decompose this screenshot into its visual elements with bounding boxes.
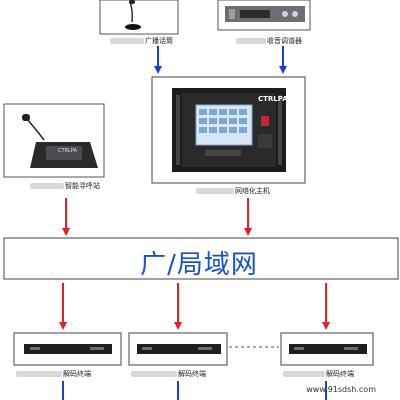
terminal-1-label: 解码终端 [16,369,91,379]
blurred-text [236,38,266,44]
terminal-3-device [280,332,374,366]
terminal-2-label: 解码终端 [131,369,206,379]
host-brand-text: CTRLPA [258,95,288,103]
blurred-text [16,371,62,377]
broadcast-mic-device [99,0,179,35]
blurred-text [196,188,234,194]
lan-label: 广/局域网 [140,250,258,280]
blurred-text [131,371,177,377]
blurred-text [110,38,144,44]
terminal-2-device [128,332,228,366]
terminal-1-device [13,332,122,366]
terminal-3-label: 解码终端 [283,369,354,379]
host-label: 网络化主机 [196,186,270,196]
broadcast-mic-label: 广播话筒 [110,36,173,46]
lan-box [3,237,399,280]
paging-station-device: CTRLPA [3,103,105,178]
tuner-device [217,0,311,31]
tuner-label: 收音调谐器 [236,36,302,46]
network-host-device: CTRLPA [151,76,306,184]
blurred-text [283,371,325,377]
watermark-text: www.91sdsh.com [306,385,376,394]
paging-station-label: 智能寻呼站 [30,181,100,191]
paging-brand-text: CTRLPA [58,148,78,154]
blurred-text [30,183,64,189]
